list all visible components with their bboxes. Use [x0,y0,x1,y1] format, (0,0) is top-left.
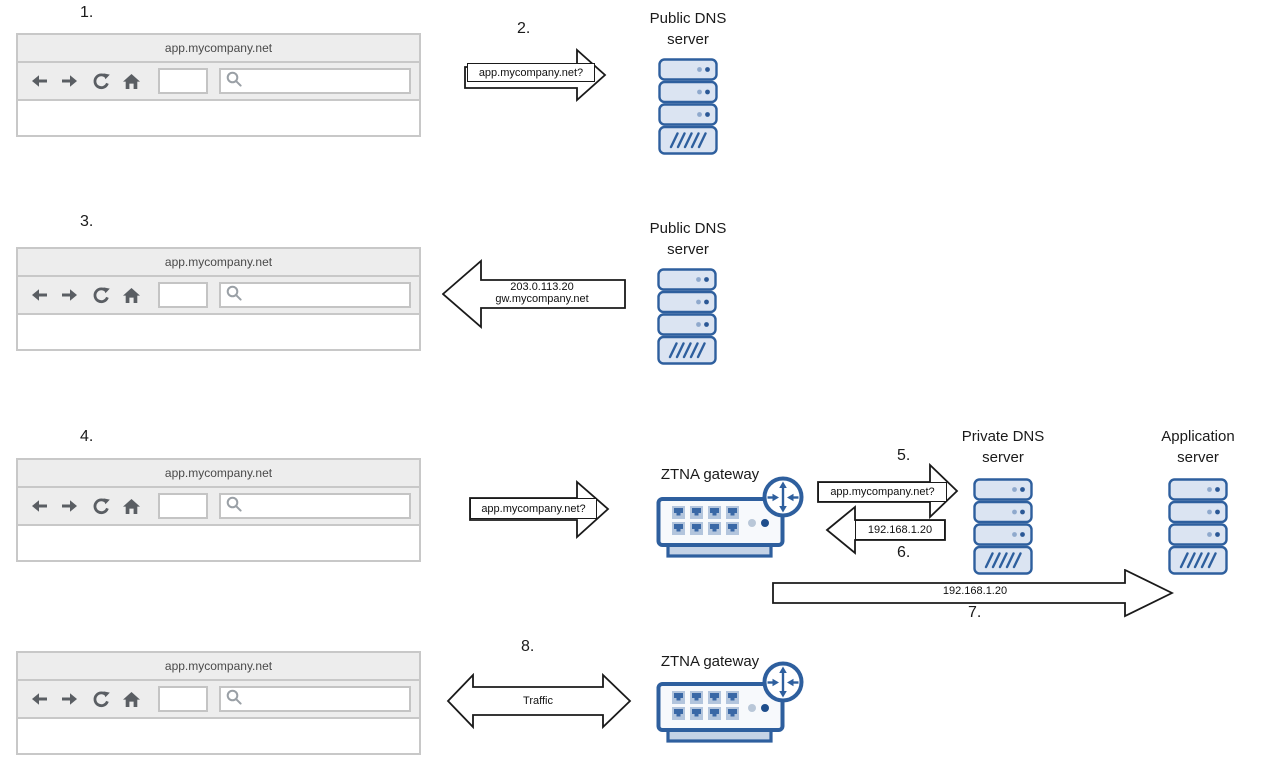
back-icon[interactable] [30,499,48,513]
browser-toolbar [18,63,419,101]
reload-icon[interactable] [92,497,110,515]
browser-window-2: app.mycompany.net [16,247,421,351]
browser-content [18,315,419,349]
home-icon[interactable] [123,498,140,514]
back-icon[interactable] [30,692,48,706]
browser-title-text: app.mycompany.net [164,466,273,480]
ztna-gateway-bottom-icon [656,661,804,743]
ztna-gateway-mid-icon [656,476,804,558]
search-input[interactable] [218,282,411,308]
search-magnifier-icon [226,285,242,306]
home-icon[interactable] [123,287,140,303]
step-5-number: 5. [897,447,911,464]
reload-icon[interactable] [92,690,110,708]
browser-title-text: app.mycompany.net [164,659,273,673]
forward-icon[interactable] [61,74,79,88]
browser-titlebar: app.mycompany.net [18,35,419,63]
arrow-step-8 [446,673,632,730]
ztna-gateway-bottom-label: ZTNA gateway [660,653,760,670]
arrow-step-3 [442,259,626,329]
step-2-number: 2. [517,20,531,37]
search-magnifier-icon [226,71,242,92]
reload-icon[interactable] [92,72,110,90]
arrow-step-4-label: app.mycompany.net? [470,498,597,519]
browser-titlebar: app.mycompany.net [18,460,419,488]
step-4-number: 4. [80,428,94,445]
search-input[interactable] [218,493,411,519]
application-server-label: Application server [1161,428,1235,466]
arrow-step-6-label: 192.168.1.20 [855,520,945,540]
search-magnifier-icon [226,496,242,517]
browser-title-text: app.mycompany.net [164,255,273,269]
step-6-number: 6. [897,544,911,561]
browser-window-3: app.mycompany.net [16,458,421,562]
ztna-gateway-mid-label: ZTNA gateway [660,466,760,483]
search-magnifier-icon [226,689,242,710]
public-dns-server-mid-icon [657,268,717,365]
search-input[interactable] [218,68,411,94]
browser-titlebar: app.mycompany.net [18,249,419,277]
address-box[interactable] [158,686,208,712]
arrow-step-7-label: 192.168.1.20 [942,585,1008,597]
browser-window-4: app.mycompany.net [16,651,421,755]
browser-toolbar [18,277,419,315]
arrow-step-5-label: app.mycompany.net? [818,482,947,502]
reload-icon[interactable] [92,286,110,304]
public-dns-server-top-label: Public DNS server [649,10,727,48]
browser-titlebar: app.mycompany.net [18,653,419,681]
address-box[interactable] [158,68,208,94]
forward-icon[interactable] [61,499,79,513]
public-dns-server-top-icon [658,58,718,155]
browser-content [18,526,419,560]
home-icon[interactable] [123,73,140,89]
browser-content [18,101,419,135]
home-icon[interactable] [123,691,140,707]
private-dns-server-icon [973,478,1033,575]
public-dns-server-mid-label: Public DNS server [649,220,727,258]
step-3-number: 3. [80,213,94,230]
private-dns-server-label: Private DNS server [961,428,1045,466]
arrow-step-7 [772,569,1174,618]
step-1-number: 1. [80,4,94,21]
step-8-number: 8. [521,638,535,655]
search-input[interactable] [218,686,411,712]
browser-title-text: app.mycompany.net [164,41,273,55]
address-box[interactable] [158,282,208,308]
arrow-step-3-label: 203.0.113.20 gw.mycompany.net [495,281,589,305]
application-server-icon [1168,478,1228,575]
browser-toolbar [18,488,419,526]
arrow-step-8-label: Traffic [523,695,553,707]
browser-content [18,719,419,753]
back-icon[interactable] [30,74,48,88]
browser-toolbar [18,681,419,719]
back-icon[interactable] [30,288,48,302]
forward-icon[interactable] [61,692,79,706]
arrow-step-2-label: app.mycompany.net? [467,63,595,82]
step-7-number: 7. [968,604,982,621]
forward-icon[interactable] [61,288,79,302]
browser-window-1: app.mycompany.net [16,33,421,137]
address-box[interactable] [158,493,208,519]
